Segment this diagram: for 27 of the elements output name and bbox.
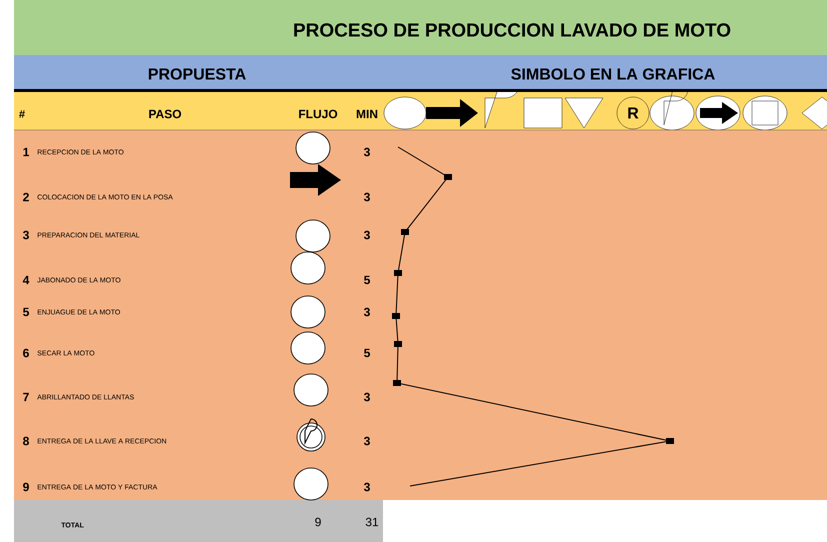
- step-number: 6: [23, 348, 29, 358]
- minutes-value: 3: [364, 482, 370, 492]
- minutes-value: 3: [364, 148, 370, 156]
- minutes-value: 3: [364, 192, 370, 202]
- minutes-value: 3: [364, 436, 370, 446]
- minutes-value: 3: [364, 392, 370, 402]
- column-header: PROPUESTA: [148, 68, 246, 80]
- minutes-value: 5: [364, 276, 370, 284]
- step-number: 1: [23, 148, 29, 156]
- step-number: 2: [23, 192, 29, 202]
- minutes-value: 3: [364, 308, 370, 316]
- column-header: PASO: [149, 110, 182, 118]
- step-number: 3: [22, 230, 29, 240]
- column-header: SIMBOLO EN LA GRAFICA: [511, 68, 715, 80]
- column-header: #: [19, 110, 25, 118]
- step-number: 5: [23, 308, 29, 316]
- minutes-value: 3: [364, 230, 370, 240]
- step-number: 7: [23, 392, 29, 402]
- step-number: 4: [22, 276, 30, 284]
- step-number: 8: [23, 436, 29, 446]
- title: PROCESO DE PRODUCCION LAVADO DE MOTO: [294, 23, 730, 37]
- column-header: FLUJO: [299, 110, 338, 118]
- total-value: 9: [315, 518, 321, 526]
- step-number: 9: [23, 482, 29, 492]
- minutes-value: 5: [364, 348, 370, 358]
- total-value: 31: [366, 518, 378, 526]
- column-header: MIN: [356, 110, 378, 118]
